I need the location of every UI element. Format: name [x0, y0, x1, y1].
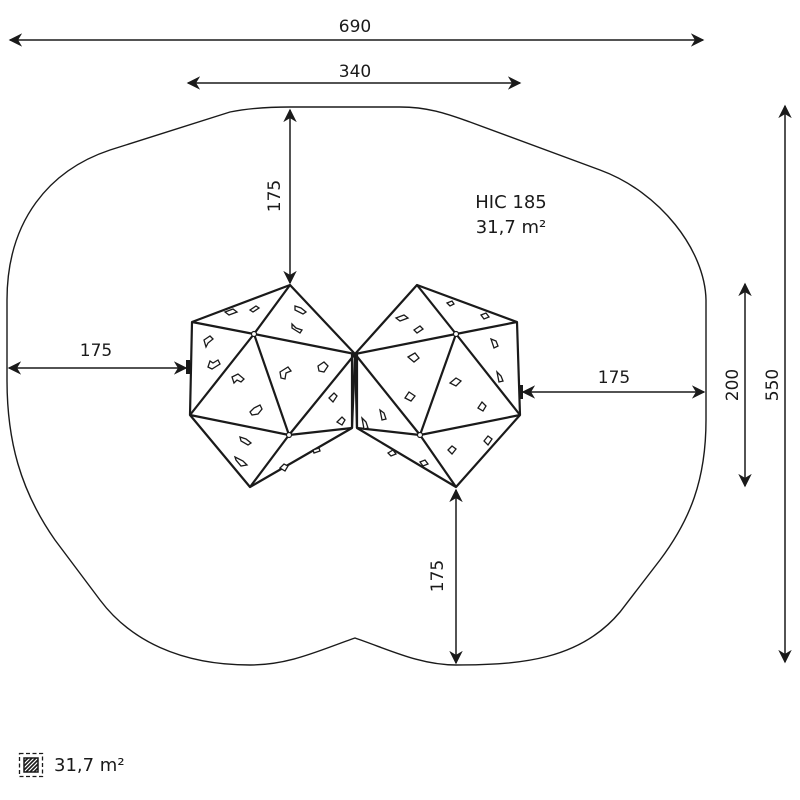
climbing-hold-icon [379, 408, 387, 421]
climbing-hold-icon [394, 314, 410, 322]
climbing-holds [203, 300, 504, 472]
climbing-hold-icon [479, 312, 491, 320]
climbing-dome-right [353, 283, 523, 489]
dimension-right-clearance: 175 [521, 368, 706, 399]
climbing-hold-icon [279, 366, 293, 380]
climbing-hold-icon [445, 300, 455, 307]
climbing-hold-icon [294, 305, 308, 315]
legend-area-label: 31,7 m² [54, 754, 125, 776]
dim-label-340: 340 [339, 62, 371, 82]
dim-label-bottom-175: 175 [428, 560, 448, 592]
climbing-hold-icon [406, 352, 420, 363]
dimension-bottom-clearance: 175 [428, 488, 463, 665]
hic-label: HIC 185 [475, 192, 547, 213]
climbing-hold-icon [278, 463, 289, 472]
dim-label-200: 200 [723, 369, 743, 401]
climbing-hold-icon [239, 436, 253, 446]
dim-label-left-175: 175 [80, 341, 112, 361]
climbing-hold-icon [335, 416, 346, 426]
area-label: 31,7 m² [476, 217, 547, 238]
dimension-equipment-depth: 200 [723, 282, 752, 488]
climbing-hold-icon [291, 322, 304, 334]
dim-label-550: 550 [763, 369, 783, 401]
dimension-top-clearance: 175 [265, 108, 297, 285]
climbing-hold-icon [312, 447, 321, 454]
climbing-hold-icon [328, 392, 338, 404]
climbing-hold-icon [317, 361, 329, 373]
hatched-area-icon [18, 752, 44, 778]
climbing-hold-icon [477, 400, 487, 412]
dim-label-690: 690 [339, 17, 371, 37]
climbing-hold-icon [360, 416, 369, 430]
climbing-hold-icon [223, 308, 239, 316]
dimension-equipment-width: 340 [186, 62, 522, 90]
climbing-hold-icon [483, 435, 493, 447]
climbing-hold-icon [248, 305, 261, 313]
climbing-hold-icon [231, 373, 245, 385]
climbing-hold-icon [404, 391, 416, 402]
climbing-hold-icon [448, 377, 463, 387]
climbing-hold-icon [386, 449, 398, 457]
climbing-hold-icon [233, 455, 249, 467]
climbing-dome-left [186, 283, 357, 489]
climbing-hold-icon [412, 325, 425, 334]
dimension-total-width: 690 [8, 17, 705, 47]
dimension-left-clearance: 175 [7, 341, 188, 375]
climbing-hold-icon [489, 337, 499, 349]
climbing-hold-icon [447, 445, 457, 455]
safety-zone-outline [6, 106, 707, 666]
climbing-hold-icon [418, 459, 430, 467]
climbing-hold-icon [249, 404, 263, 416]
dimension-total-depth: 550 [763, 104, 792, 664]
dim-label-right-175: 175 [598, 368, 630, 388]
climbing-hold-icon [203, 335, 214, 349]
legend: 31,7 m² [18, 752, 125, 778]
climbing-hold-icon [207, 359, 221, 370]
dim-label-top-175: 175 [265, 180, 285, 212]
climbing-hold-icon [495, 370, 504, 383]
